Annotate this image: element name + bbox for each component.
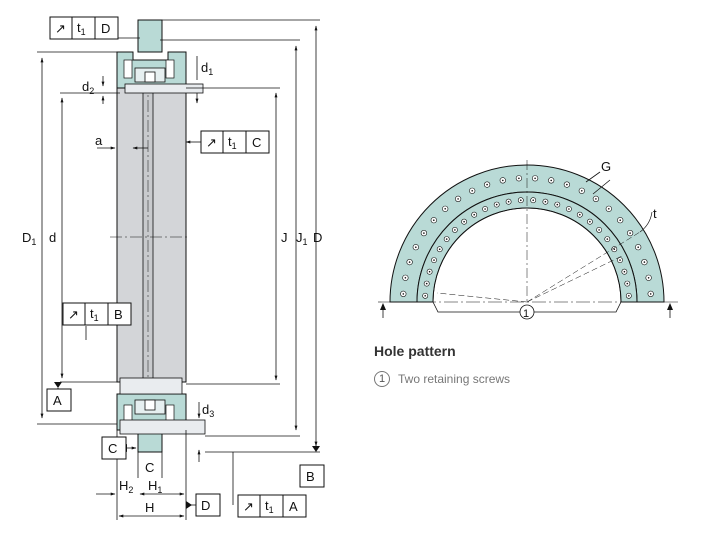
outer-bolt-hole-center — [471, 190, 474, 192]
svg-text:D: D — [201, 498, 210, 513]
inner-bolt-hole-center — [473, 213, 476, 216]
svg-text:↗: ↗ — [68, 307, 79, 322]
svg-text:A: A — [289, 499, 298, 514]
inner-bolt-hole-center — [495, 203, 498, 206]
svg-text:C: C — [252, 135, 261, 150]
inner-bolt-hole-center — [623, 270, 626, 273]
hole-pattern: 1 G t — [378, 159, 680, 320]
svg-text:d2: d2 — [82, 79, 94, 96]
outer-bolt-hole-center — [550, 179, 552, 182]
inner-bolt-hole-center — [445, 238, 448, 240]
section-view — [110, 19, 206, 453]
svg-text:D1: D1 — [22, 230, 36, 247]
tolerance-frame-inner: ↗ t1 C — [200, 130, 270, 154]
inner-bolt-hole-center — [568, 208, 570, 210]
inner-bolt-hole-center — [520, 199, 522, 201]
svg-text:d3: d3 — [202, 402, 214, 419]
legend-number: 1 — [374, 371, 390, 387]
dimension-lines — [37, 19, 320, 520]
outer-bolt-hole-center — [581, 190, 583, 192]
svg-text:t1: t1 — [77, 20, 86, 37]
outer-bolt-hole-center — [534, 177, 536, 180]
svg-text:1: 1 — [523, 308, 529, 320]
inner-bolt-hole-center — [598, 229, 600, 231]
datum-D: D — [195, 493, 221, 517]
outer-bolt-hole-center — [502, 179, 504, 182]
outer-bolt-hole-center — [423, 232, 425, 234]
svg-text:C: C — [145, 460, 154, 475]
svg-text:J1: J1 — [296, 230, 308, 247]
svg-text:H: H — [145, 500, 154, 515]
hole-pattern-title: Hole pattern — [374, 343, 456, 359]
inner-bolt-hole-center — [619, 259, 621, 261]
inner-bolt-hole-center — [589, 220, 591, 223]
inner-bolt-hole-center — [433, 259, 435, 261]
inner-bolt-hole-center — [628, 295, 630, 297]
svg-text:B: B — [114, 307, 123, 322]
outer-bolt-hole-center — [595, 198, 597, 200]
inner-bolt-hole-center — [544, 200, 547, 203]
inner-bolt-hole-center — [556, 203, 559, 206]
tolerance-frame-top: ↗ t1 D — [49, 16, 119, 40]
outer-bolt-hole-center — [619, 219, 621, 221]
inner-bolt-hole-center — [428, 270, 431, 273]
outer-bolt-hole-center — [415, 246, 417, 248]
inner-bolt-hole-center — [463, 220, 465, 223]
svg-text:G: G — [601, 159, 611, 174]
svg-text:C: C — [108, 441, 117, 456]
inner-bolt-hole-center — [484, 208, 486, 210]
svg-text:t: t — [653, 206, 657, 221]
outer-bolt-hole-center — [518, 177, 520, 180]
datum-C: C — [101, 436, 127, 460]
legend-item: 1 Two retaining screws — [374, 371, 510, 387]
dimension-labels: d1 d2 a D1 d J J1 D d3 C H2 H1 H — [22, 60, 322, 515]
svg-text:t1: t1 — [228, 134, 237, 151]
outer-bolt-hole-center — [457, 198, 459, 200]
outer-bolt-hole-center — [433, 219, 435, 221]
svg-text:t1: t1 — [265, 498, 274, 515]
outer-bolt-hole-center — [486, 183, 488, 186]
outer-bolt-hole-center — [647, 277, 650, 279]
outer-bolt-hole-center — [404, 277, 407, 279]
inner-bolt-hole-center — [438, 248, 441, 250]
outer-bolt-hole-center — [566, 183, 568, 186]
inner-bolt-hole-center — [626, 282, 629, 285]
frame-top-symbol: ↗ — [55, 21, 66, 36]
datum-A: A — [46, 388, 72, 412]
svg-text:d: d — [49, 230, 56, 245]
outer-bolt-hole-center — [629, 232, 631, 234]
svg-text:a: a — [95, 133, 103, 148]
inner-bolt-hole-center — [425, 282, 428, 285]
svg-text:d1: d1 — [201, 60, 213, 77]
legend-text: Two retaining screws — [398, 372, 511, 386]
svg-text:↗: ↗ — [243, 499, 254, 514]
svg-text:D: D — [101, 21, 110, 36]
outer-bolt-hole-center — [608, 208, 610, 210]
outer-bolt-hole-center — [444, 208, 447, 210]
svg-text:↗: ↗ — [206, 135, 217, 150]
datum-B: B — [299, 464, 325, 488]
inner-bolt-hole-center — [454, 229, 456, 231]
svg-text:B: B — [306, 469, 315, 484]
inner-bolt-hole-center — [606, 238, 609, 240]
outer-bolt-hole-center — [402, 293, 405, 295]
tolerance-frame-bore: ↗ t1 B — [62, 302, 132, 326]
svg-text:H1: H1 — [148, 478, 162, 495]
inner-bolt-hole-center — [613, 248, 616, 250]
outer-bolt-hole-center — [643, 261, 646, 263]
tolerance-frame-bottom: ↗ t1 A — [237, 494, 307, 518]
svg-text:A: A — [53, 393, 62, 408]
svg-text:t1: t1 — [90, 306, 99, 323]
svg-text:H2: H2 — [119, 478, 133, 495]
outer-bolt-hole-center — [408, 261, 411, 263]
inner-bolt-hole-center — [532, 199, 534, 201]
outer-bolt-hole-center — [649, 293, 652, 295]
inner-bolt-hole-center — [579, 213, 581, 216]
outer-bolt-hole-center — [637, 246, 639, 248]
svg-text:J: J — [281, 230, 288, 245]
inner-bolt-hole-center — [424, 295, 427, 297]
svg-text:D: D — [313, 230, 322, 245]
inner-bolt-hole-center — [507, 200, 510, 203]
